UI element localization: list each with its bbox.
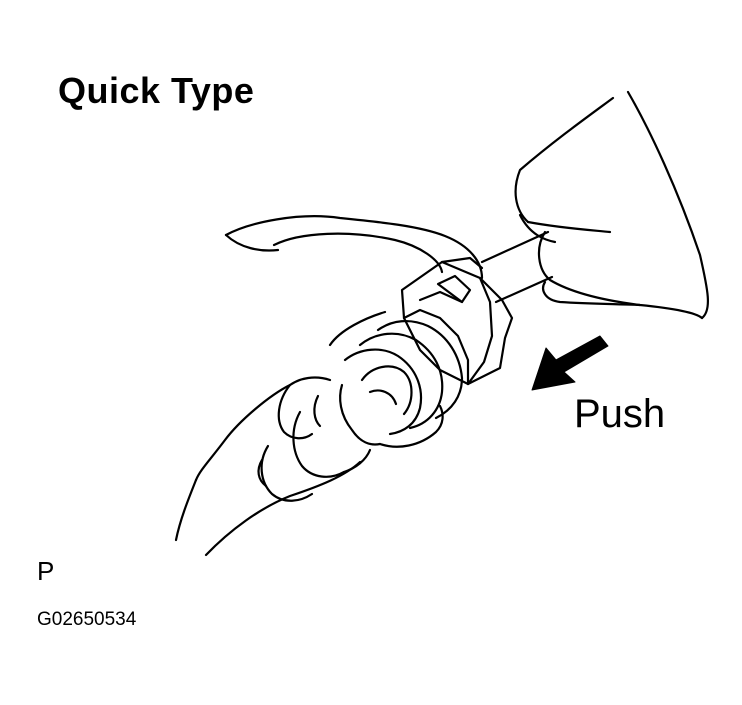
connector-body-drawing <box>343 320 464 436</box>
push-label: Push <box>574 392 666 436</box>
lower-hand-drawing <box>174 376 444 557</box>
fuel-tube-drawing <box>480 230 554 304</box>
left-hand-drawing <box>224 215 484 347</box>
diagram-title: Quick Type <box>58 70 255 111</box>
connector-retainer-drawing <box>400 256 514 386</box>
push-arrow <box>531 335 609 391</box>
upper-hand-drawing <box>514 90 710 320</box>
figure-code: G02650534 <box>37 609 137 630</box>
page-marker: P <box>37 556 55 586</box>
arrow-down-left-icon <box>531 335 609 391</box>
